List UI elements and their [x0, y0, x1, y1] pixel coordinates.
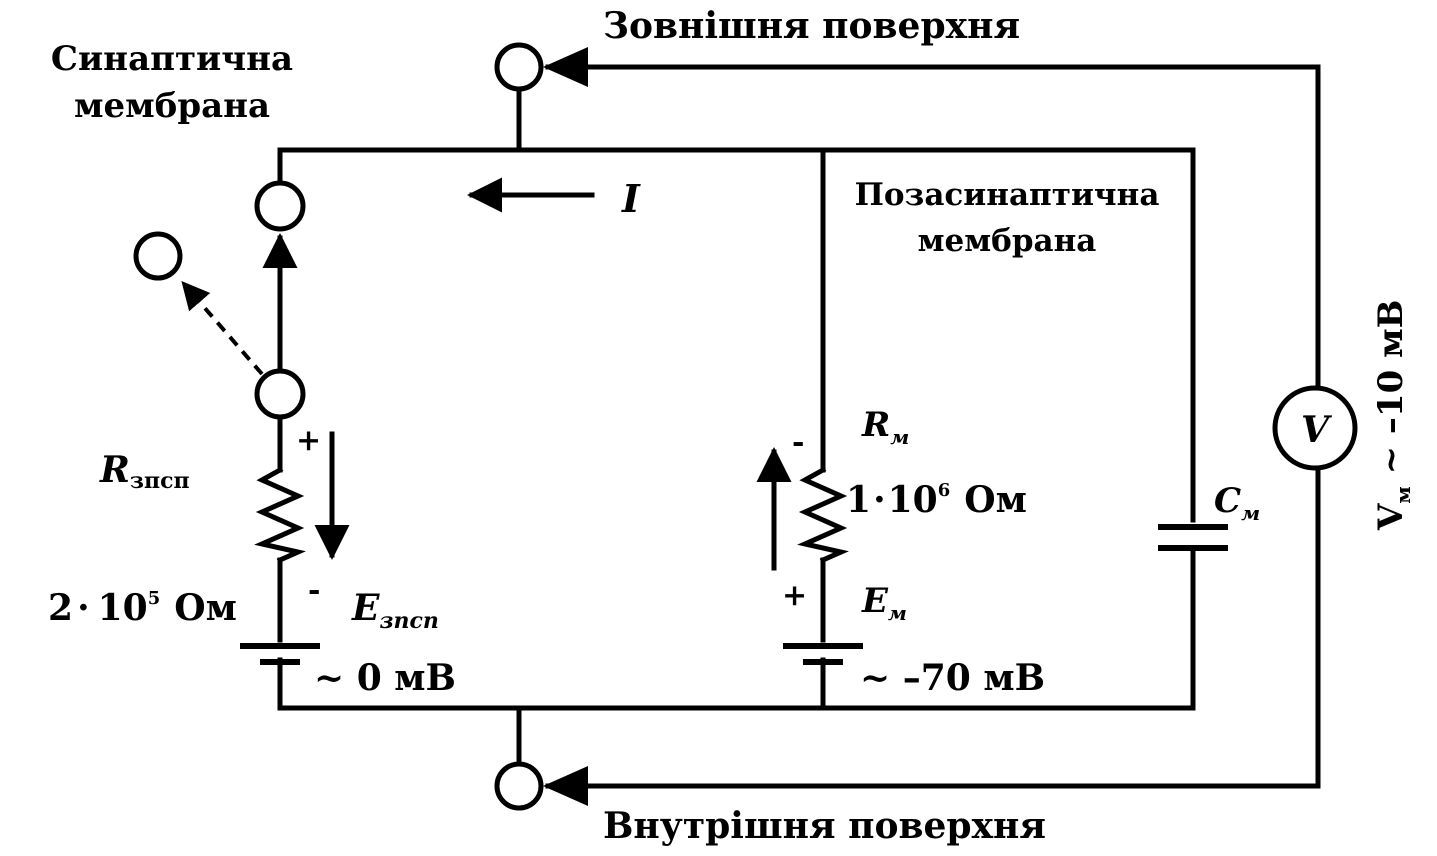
r-epsp-value: 2·105 Ом — [48, 587, 237, 629]
voltmeter: V — [1272, 385, 1358, 471]
r-m-base: 10 — [888, 479, 938, 521]
r-m-mantissa: 1 — [846, 479, 871, 521]
c-m-label: Cм — [1214, 481, 1260, 525]
r-epsp-mantissa: 2 — [48, 587, 73, 629]
r-m-symbol: R — [861, 405, 890, 445]
r-epsp-base: 10 — [98, 587, 148, 629]
synaptic-membrane-label-line2: мембрана — [74, 86, 270, 126]
synaptic-switch — [133, 180, 306, 420]
voltmeter-leads — [543, 47, 1321, 806]
outer-surface-label: Зовнішня поверхня — [603, 5, 1020, 47]
extrasynaptic-membrane-label-line1: Позасинаптична — [855, 177, 1160, 213]
membrane-capacitor — [1158, 524, 1228, 551]
extrasynaptic-battery — [783, 643, 863, 665]
current-label: I — [621, 176, 641, 221]
r-epsp-dot: · — [77, 587, 90, 629]
synaptic-membrane-label-line1: Синаптична — [51, 39, 293, 79]
extrasynaptic-resistor — [797, 466, 849, 564]
r-m-unit: Ом — [964, 479, 1027, 521]
e-epsp-subscript: зпсп — [379, 608, 438, 634]
r-epsp-unit: Ом — [174, 587, 237, 629]
r-epsp-label: Rзпсп — [99, 449, 190, 494]
extrasynaptic-membrane-label-line2: мембрана — [918, 223, 1097, 259]
synaptic-plus-sign: + — [296, 423, 321, 458]
synaptic-battery — [240, 643, 320, 665]
e-m-symbol: E — [861, 581, 889, 621]
c-m-subscript: м — [1241, 501, 1260, 525]
v-m-symbol: V — [1371, 503, 1411, 531]
synaptic-resistor — [254, 466, 306, 564]
r-m-dot: · — [873, 479, 886, 521]
inner-surface-label: Внутрішня поверхня — [603, 805, 1046, 847]
outer-surface-terminal — [494, 42, 544, 153]
r-epsp-symbol: R — [99, 449, 130, 491]
inner-surface-terminal — [494, 705, 544, 811]
extrasynaptic-plus-sign: + — [782, 578, 807, 613]
r-m-value: 1·106 Ом — [846, 479, 1027, 521]
voltmeter-label: V — [1301, 409, 1332, 451]
v-m-label: Vм ~ –10 мВ — [1371, 300, 1415, 531]
e-epsp-symbol: E — [351, 587, 380, 629]
synaptic-minus-sign: - — [308, 573, 320, 608]
v-m-subscript: м — [1391, 486, 1415, 503]
e-epsp-value: ~ 0 мВ — [314, 657, 456, 699]
r-epsp-subscript: зпсп — [130, 468, 190, 494]
r-m-subscript: м — [890, 425, 909, 449]
extrasynaptic-minus-sign: - — [792, 425, 804, 460]
e-epsp-label: Eзпсп — [351, 587, 439, 634]
r-epsp-exponent: 5 — [148, 588, 161, 609]
main-circuit-wires — [277, 147, 1196, 711]
e-m-value: ~ –70 мВ — [860, 657, 1045, 699]
e-m-label: Eм — [861, 581, 907, 625]
r-m-label: Rм — [861, 405, 909, 449]
e-m-subscript: м — [888, 601, 907, 625]
c-m-symbol: C — [1214, 481, 1241, 521]
r-m-exponent: 6 — [938, 480, 951, 501]
v-m-value: ~ –10 мВ — [1371, 300, 1411, 487]
